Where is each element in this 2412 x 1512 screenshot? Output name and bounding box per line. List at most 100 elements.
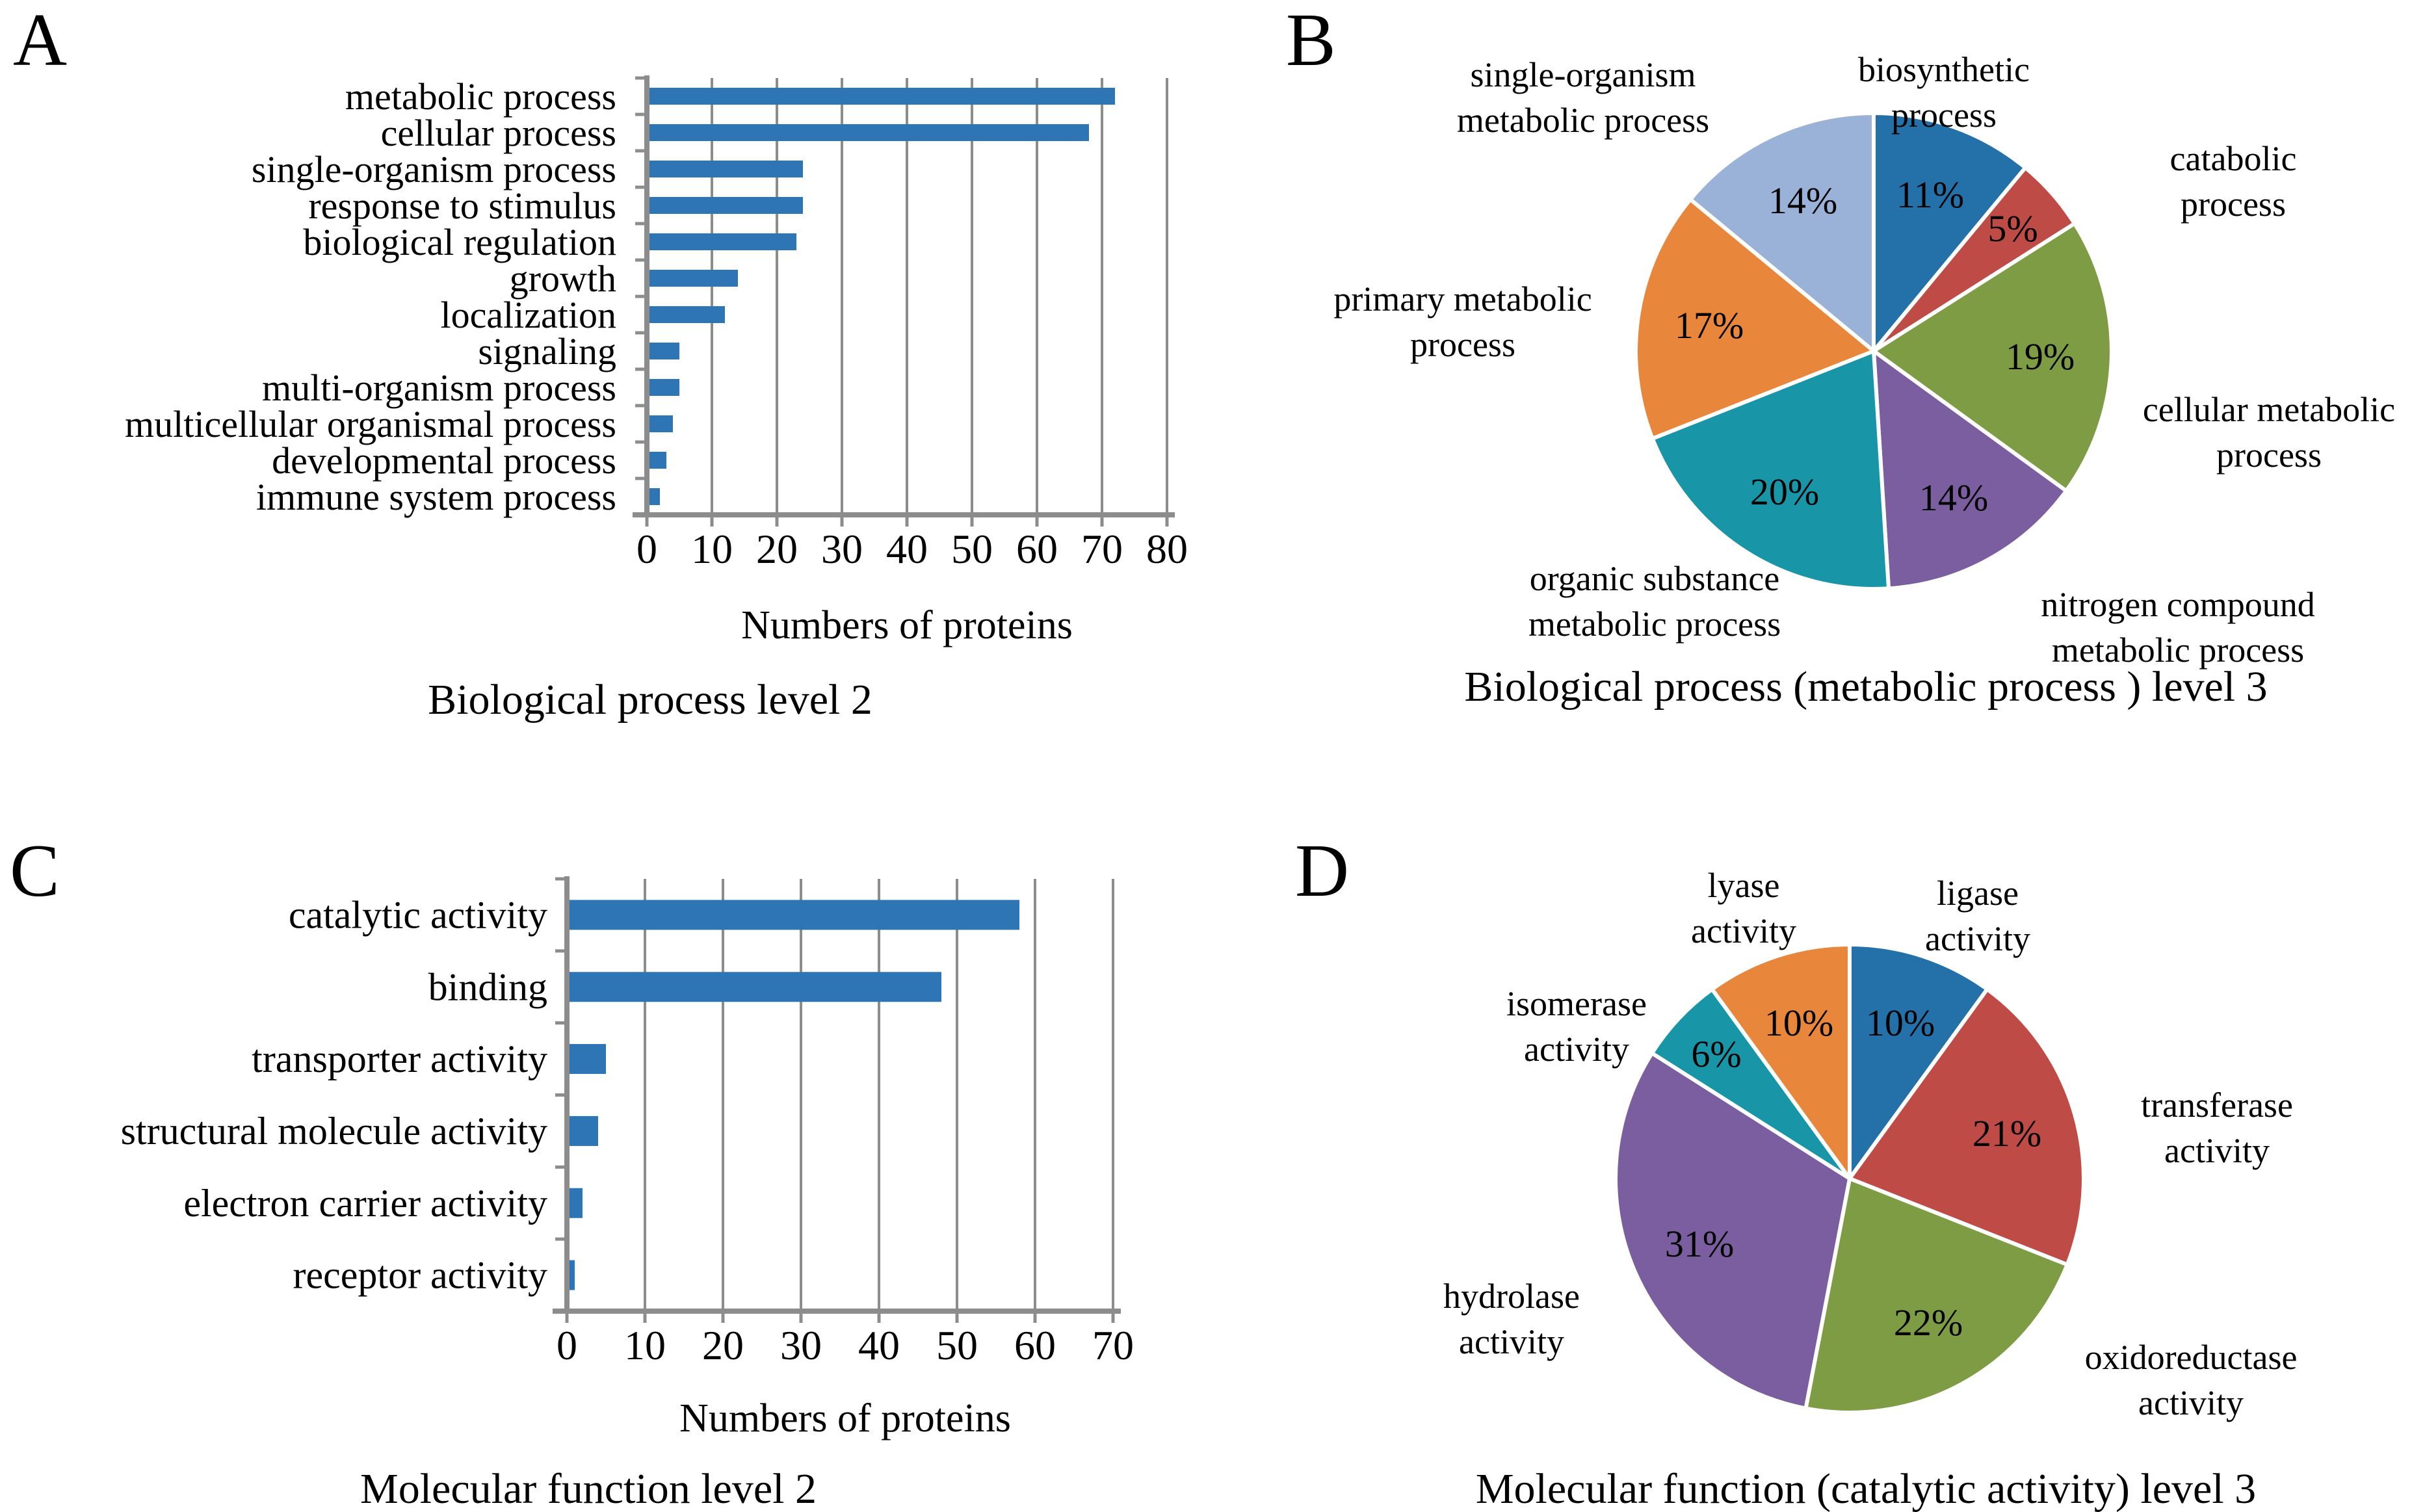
pie-slice-label-line: single-organism [1471,55,1696,94]
pie-slice-label-line: activity [1925,919,2030,958]
panel-c-x-axis-title: Numbers of proteins [679,1396,1011,1440]
category-label: response to stimulus [308,185,616,227]
pie-slice-label-line: nitrogen compound [2041,585,2314,624]
pie-slice-label-line: process [2216,436,2322,475]
x-tick-label: 50 [951,526,993,572]
pie-slice-label-line: oxidoreductase [2085,1338,2298,1377]
pie-slice [1872,111,2028,353]
bar [569,1188,583,1218]
x-tick-label: 50 [936,1322,978,1368]
category-label: cellular process [381,112,616,154]
category-label: metabolic process [345,75,616,118]
panel-letter-d: D [1295,829,1349,912]
x-tick-label: 70 [1092,1322,1134,1368]
bar [569,972,941,1002]
panel-b-title: Biological process (metabolic process ) … [1464,663,2267,710]
pie-slice [1688,111,1876,353]
category-label: multicellular organismal process [125,403,616,445]
pie-slice-label-line: lyase [1708,866,1780,905]
x-tick-label: 0 [636,526,657,572]
bar [649,88,1115,105]
panel-d-pie: 10%21%22%31%6%10%ligaseactivitytransfera… [1443,866,2297,1422]
category-label: catalytic activity [289,893,547,936]
pie-slice [1848,943,1989,1180]
pie-slice-label-line: activity [1459,1322,1564,1361]
panel-b-pie: 11%5%19%14%20%17%14%biosyntheticprocessc… [1333,50,2395,670]
category-label: electron carrier activity [183,1182,547,1225]
bar [569,1115,598,1146]
pie-slice-label: nitrogen compound metabolic process [2041,585,2314,670]
pie-slice [1650,349,1891,591]
category-label: developmental process [272,439,616,482]
pie-percent-label: 14% [1919,476,1988,519]
x-tick-label: 0 [557,1322,577,1368]
pie-slice-label-line: biosynthetic [1858,50,2030,89]
pie-slice-label: single-organism metabolic process [1457,55,1709,140]
bar [649,415,673,432]
bar [649,452,666,469]
pie-slice-label-line: catabolic [2170,139,2297,178]
pie-slice-label-line: hydrolase [1443,1277,1580,1316]
category-label: localization [440,294,616,336]
pie-slice-label: isomerase activity [1506,984,1647,1069]
category-label: single-organism process [252,148,616,190]
panel-letter-b: B [1286,0,1336,81]
x-tick-label: 20 [702,1322,744,1368]
x-tick-label: 30 [821,526,863,572]
category-label: receptor activity [293,1254,547,1297]
pie-slice-label-line: ligase [1937,874,2019,913]
bar [649,270,738,287]
pie-slice-label: cellular metabolic process [2143,390,2395,475]
bar [649,161,803,177]
category-label: structural molecule activity [121,1110,547,1153]
bar [649,197,803,214]
pie-percent-label: 19% [2006,335,2075,378]
pie-percent-label: 10% [1866,1002,1935,1044]
bar [569,900,1019,930]
panel-c-title: Molecular function level 2 [360,1465,817,1512]
x-tick-label: 20 [756,526,798,572]
pie-percent-label: 6% [1691,1033,1741,1075]
pie-slice-label-line: metabolic process [2052,631,2304,670]
x-tick-label: 10 [624,1322,666,1368]
x-tick-label: 10 [691,526,733,572]
pie-slice-label: lyase activity [1691,866,1796,950]
pie-slice [1872,349,2069,591]
pie-slice-label-line: activity [1524,1030,1629,1069]
pie-slice-label-line: activity [1691,911,1796,950]
pie-slice-label-line: metabolic process [1457,101,1709,140]
pie-slice-label: hydrolase activity [1443,1277,1580,1361]
category-label: signaling [478,330,616,372]
pie-percent-label: 11% [1896,174,1964,216]
panel-a-title: Biological process level 2 [428,676,872,723]
x-tick-label: 60 [1016,526,1058,572]
pie-slice-label-line: process [2181,185,2286,224]
pie-slice-label-line: isomerase [1506,984,1647,1023]
pie-slice-label-line: cellular metabolic [2143,390,2395,429]
bar [649,124,1089,141]
panel-b-metabolic-process-pie-chart: B 11%5%19%14%20%17%14%biosyntheticproces… [1286,0,2395,710]
bar [569,1260,575,1290]
pie-percent-label: 5% [1987,207,2038,250]
pie-slice [1710,943,1852,1180]
pie-slice [1872,221,2114,493]
bar [649,379,679,396]
pie-slice-label: ligase activity [1925,874,2030,958]
category-label: binding [428,965,547,1008]
pie-slice-label-line: primary metabolic [1333,280,1592,319]
x-tick-label: 60 [1014,1322,1056,1368]
pie-slice [1634,197,1876,441]
pie-slice-label: catabolic process [2170,139,2297,224]
panel-letter-a: A [13,0,67,81]
pie-percent-label: 17% [1675,304,1744,346]
category-label: biological regulation [303,221,616,263]
x-tick-label: 30 [780,1322,822,1368]
pie-slice-label-line: organic substance [1530,559,1779,598]
